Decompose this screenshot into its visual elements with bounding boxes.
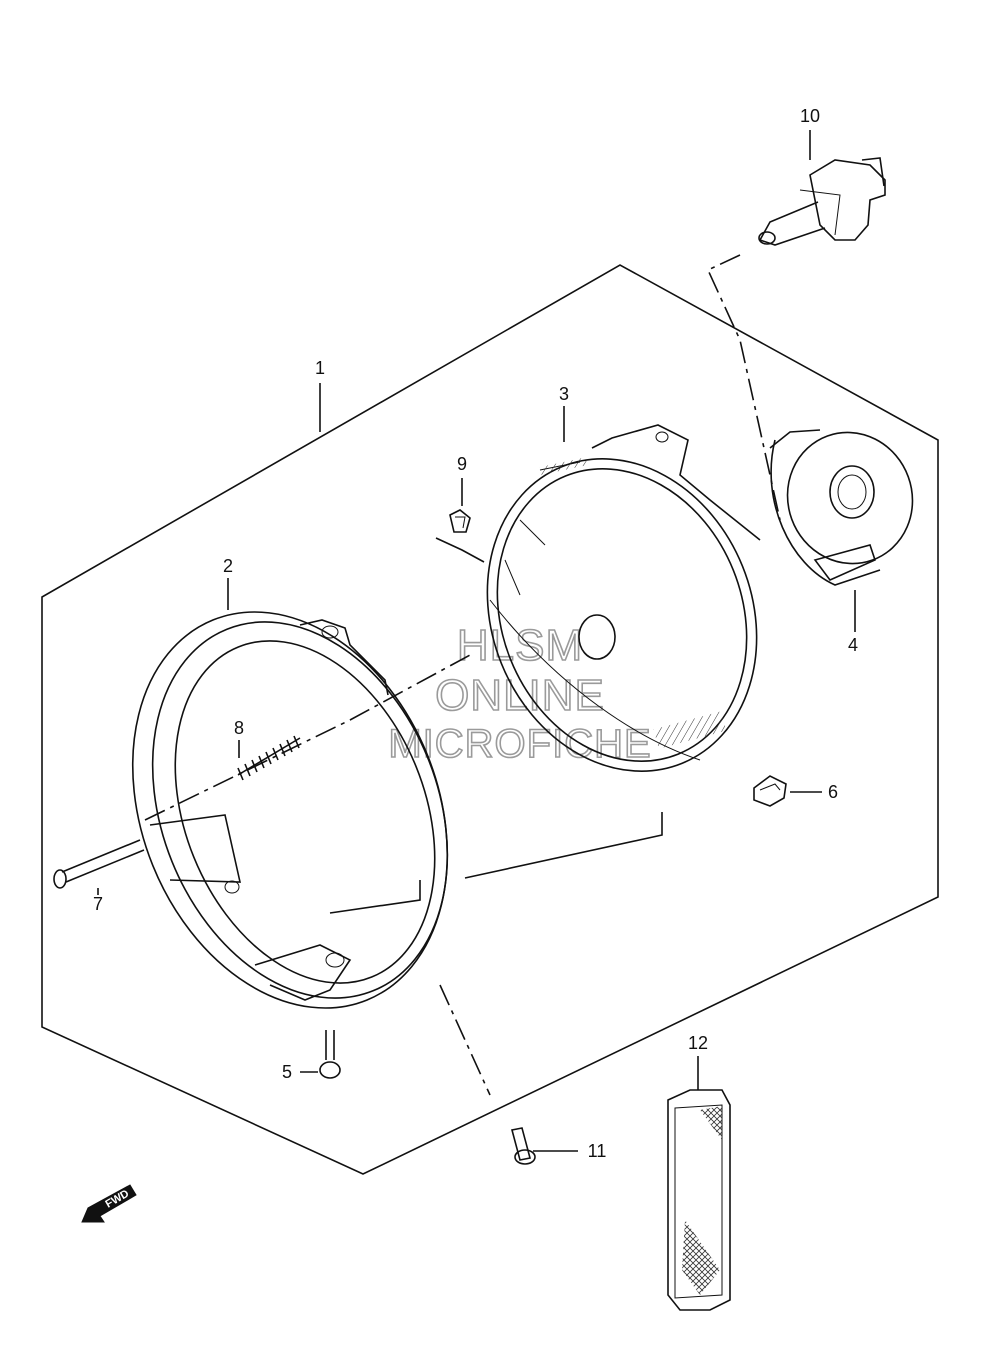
callout-4: 4 xyxy=(848,635,858,655)
callout-7: 7 xyxy=(93,894,103,914)
forward-arrow-icon: FWD xyxy=(81,1184,137,1223)
callout-8: 8 xyxy=(234,718,244,738)
callout-11: 11 xyxy=(588,1141,607,1161)
callout-9: 9 xyxy=(457,454,467,474)
callout-10: 10 xyxy=(800,106,820,126)
part-headlamp-unit xyxy=(486,424,761,772)
callout-12: 12 xyxy=(688,1033,708,1053)
part-11-screw xyxy=(511,1127,536,1165)
callout-2: 2 xyxy=(223,556,233,576)
callout-6: 6 xyxy=(828,782,838,802)
part-bulb xyxy=(758,157,886,246)
callout-labels: 1 2 3 4 5 6 7 8 9 10 11 12 xyxy=(93,106,858,1161)
forward-arrow-label: FWD xyxy=(104,1188,132,1211)
part-6-nut xyxy=(753,775,787,807)
assembly-outline xyxy=(41,264,939,1175)
callout-3: 3 xyxy=(559,384,569,404)
callout-5: 5 xyxy=(282,1062,292,1082)
part-12-reflector xyxy=(667,1089,731,1311)
watermark: HLSM ONLINE MICROFICHE xyxy=(388,620,652,767)
part-9-clip xyxy=(449,509,471,533)
leader-lines xyxy=(97,130,856,1152)
watermark-line1: HLSM xyxy=(457,621,583,670)
part-7-screw xyxy=(53,839,145,889)
part-rim xyxy=(131,611,449,1009)
part-socket xyxy=(769,429,914,586)
watermark-line3: MICROFICHE xyxy=(388,722,651,766)
callout-1: 1 xyxy=(315,358,325,378)
part-5-screw xyxy=(319,1030,341,1079)
part-8-spring xyxy=(237,735,301,781)
